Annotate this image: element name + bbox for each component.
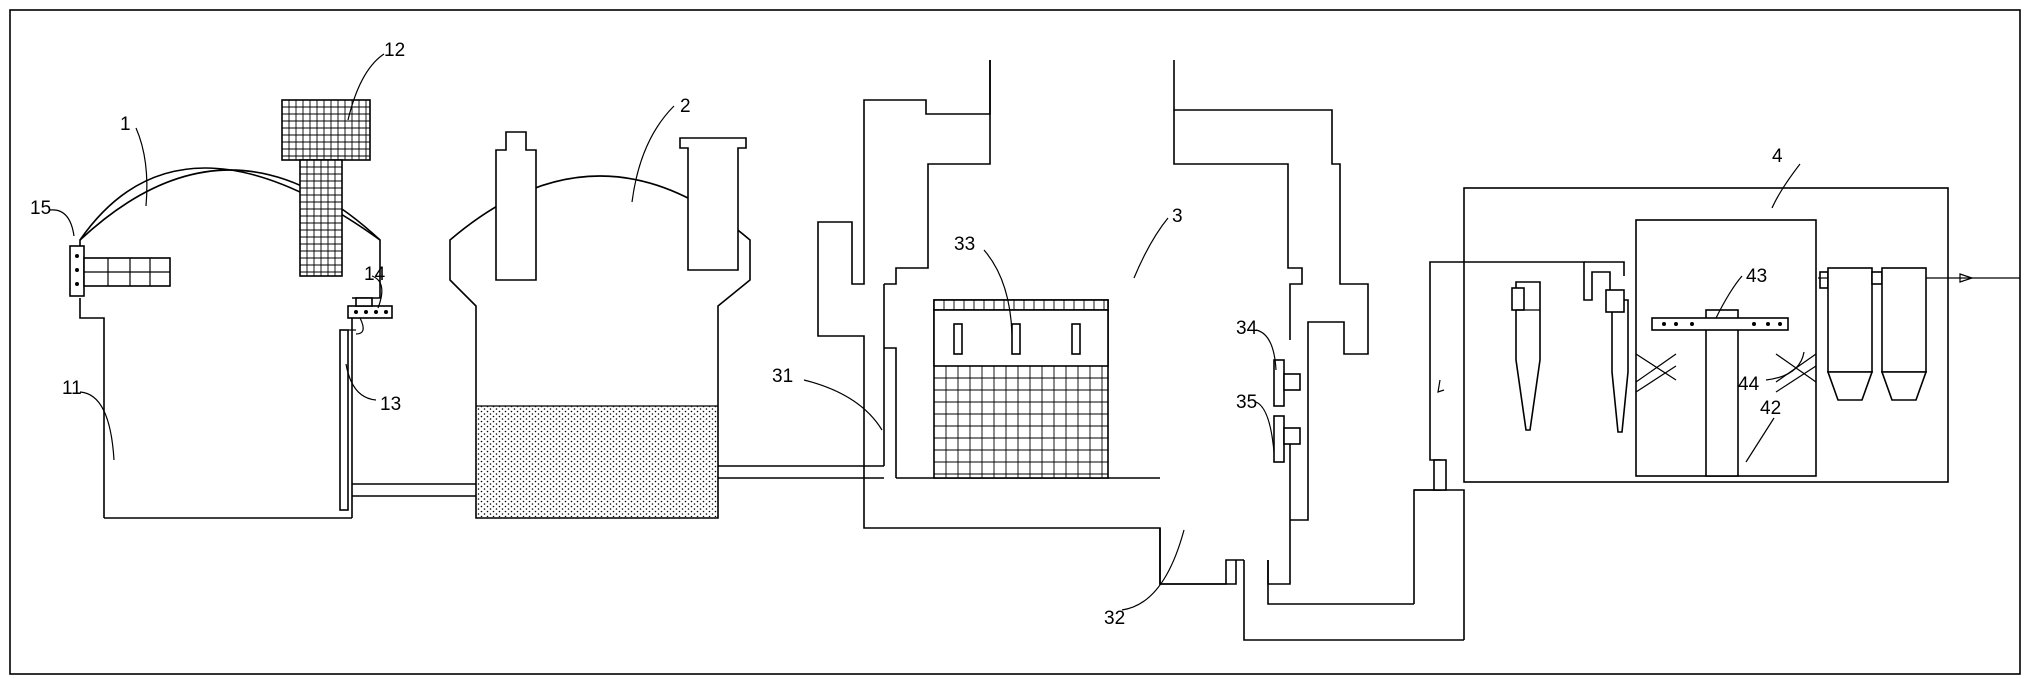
- label-42: 42: [1760, 398, 1781, 419]
- label-15: 15: [30, 198, 51, 219]
- label-31: 31: [772, 366, 793, 387]
- label-14: 14: [364, 264, 386, 285]
- label-44: 44: [1738, 374, 1760, 395]
- drawing-border: [9, 9, 2021, 675]
- feed-inlet-15: [69, 245, 171, 297]
- label-13: 13: [380, 394, 401, 415]
- valve-14: [347, 297, 393, 335]
- pipe-1-2: [352, 483, 476, 497]
- label-43: 43: [1746, 266, 1767, 287]
- leader-lines: [49, 53, 1805, 611]
- pipe-2-3: [718, 465, 884, 479]
- label-1: 1: [120, 114, 131, 135]
- spray-bar-43: [1651, 317, 1789, 331]
- nozzle-35: [1273, 415, 1285, 463]
- tank-2: [449, 131, 751, 519]
- label-11: 11: [62, 378, 82, 399]
- label-34: 34: [1236, 318, 1258, 339]
- label-32: 32: [1104, 608, 1125, 629]
- label-4: 4: [1772, 146, 1783, 167]
- pipe-13: [339, 329, 356, 511]
- pipe-3-4: [1413, 261, 1611, 604]
- liquid-fill: [477, 406, 717, 517]
- label-33: 33: [954, 234, 975, 255]
- feed-hopper-12: [281, 99, 371, 277]
- label-35: 35: [1236, 392, 1257, 413]
- label-3: 3: [1172, 206, 1183, 227]
- label-2: 2: [680, 96, 691, 117]
- column-42: [1705, 309, 1739, 477]
- label-12: 12: [384, 40, 405, 61]
- cleaning-unit-4: [1463, 187, 2020, 483]
- reactor-3: [817, 60, 1464, 641]
